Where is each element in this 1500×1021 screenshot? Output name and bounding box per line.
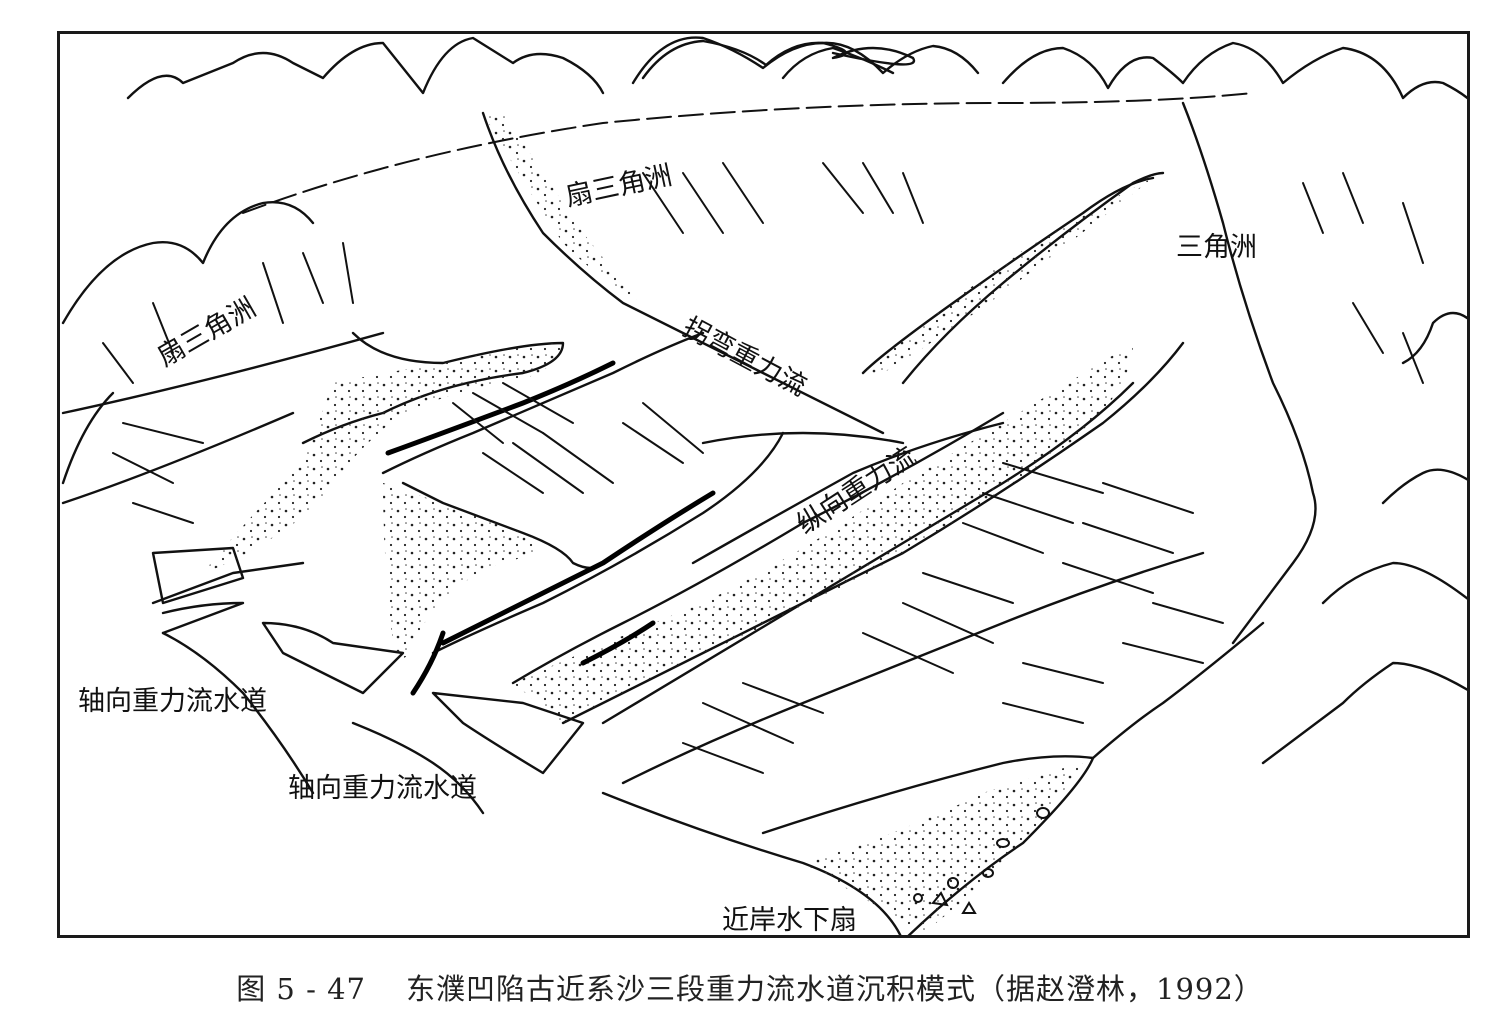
mountain-ridge	[126, 36, 605, 100]
figure-title: 东濮凹陷古近系沙三段重力流水道沉积模式（据赵澄林，1992）	[406, 972, 1264, 1006]
block-diagram-drawing	[61, 36, 1467, 935]
figure-frame: 扇三角洲 扇三角洲 三角洲 拐弯重力流 纵向重力流 轴向重力流水道 轴向重力流水…	[57, 31, 1470, 938]
figure-number: 图 5 - 47	[236, 972, 366, 1006]
label-delta: 三角洲	[1176, 232, 1257, 263]
label-nearshore-subaqueous-fan: 近岸水下扇	[722, 905, 857, 936]
figure-caption: 图 5 - 47 东濮凹陷古近系沙三段重力流水道沉积模式（据赵澄林，1992）	[0, 966, 1500, 1008]
label-axial-channel-2: 轴向重力流水道	[288, 773, 477, 804]
label-axial-channel-1: 轴向重力流水道	[78, 686, 267, 717]
